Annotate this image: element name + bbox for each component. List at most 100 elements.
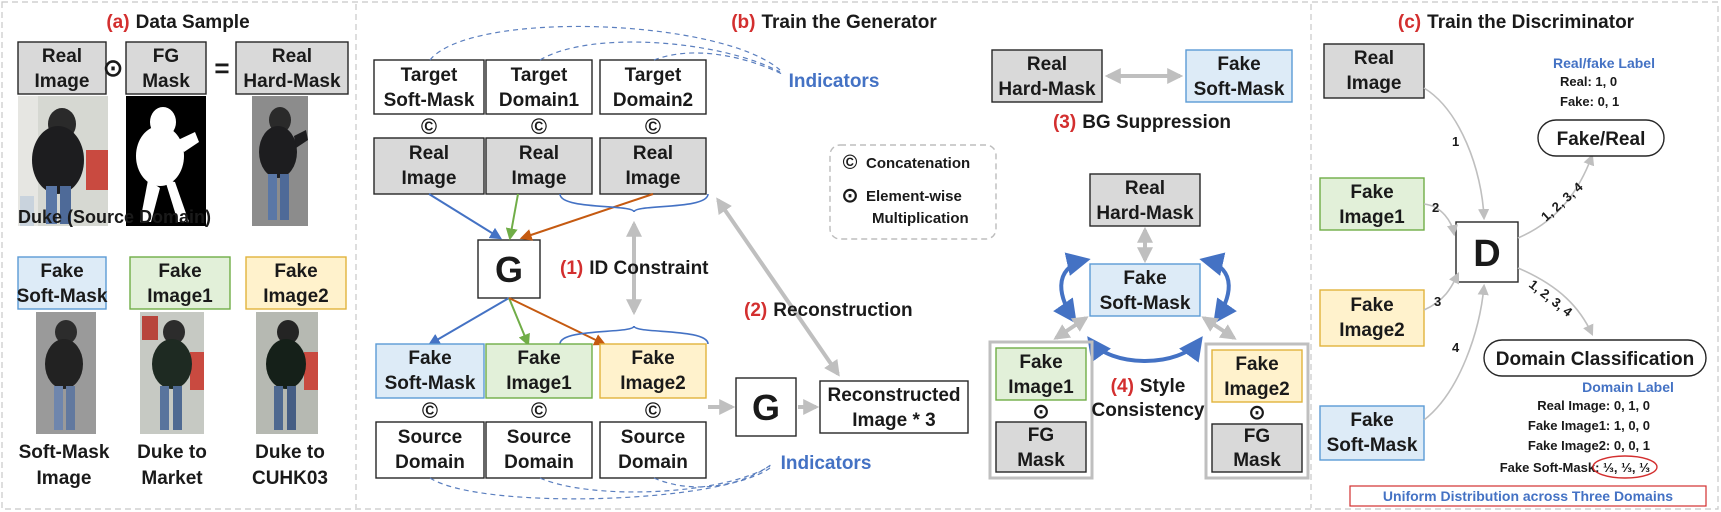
b-target-domain2-1: Target — [625, 65, 682, 86]
a-real-image-box — [17, 41, 107, 95]
b-source-domain-1-l1: Source — [398, 427, 462, 448]
b-reconstructed-box — [819, 380, 969, 434]
b-source-domain-box-3 — [599, 421, 707, 479]
a-fake-soft-mask-label-1: Fake — [40, 261, 83, 282]
c-fake-soft-mask-box — [1319, 405, 1425, 461]
c-fake-image1-1: Fake — [1350, 182, 1393, 203]
b-legend-elem-1: Element-wise — [866, 188, 962, 205]
c-fake-image1-box — [1319, 177, 1425, 231]
c-domain-label-title: Domain Label — [1582, 379, 1674, 395]
b-style-real-hard-1: Real — [1125, 178, 1165, 199]
b-generator-top — [477, 239, 541, 299]
b-target-domain1-box — [485, 59, 593, 115]
b-style-odot-right: ⊙ — [1249, 402, 1266, 424]
b-source-domain-2-l1: Source — [507, 427, 571, 448]
c-edge-out-domain — [1517, 267, 1594, 337]
a-real-hard-mask-label-1: Real — [272, 46, 312, 67]
a-caption-cuhk-2: CUHK03 — [252, 468, 328, 489]
c-discriminator-label: D — [1473, 233, 1500, 275]
a-fg-mask-box — [125, 41, 207, 95]
b-indicator-dash-bottom-2 — [539, 465, 771, 493]
b-arrow-orange-out — [508, 297, 607, 346]
b-style-fake-soft-1: Fake — [1123, 268, 1166, 289]
b-style-fg-mask-right — [1211, 423, 1303, 473]
b-id-constraint-label: (1)ID Constraint — [560, 258, 709, 279]
b-indicators-bottom: Indicators — [781, 453, 872, 474]
b-style-fg-mask-left-2: Mask — [1017, 450, 1065, 471]
panel-c-title: (c)Train the Discriminator — [1398, 12, 1635, 33]
c-rf-real: Real: 1, 0 — [1560, 74, 1617, 89]
a-real-hard-mask-box — [235, 41, 349, 95]
b-reconstructed-1: Reconstructed — [827, 385, 960, 406]
b-style-fake-image2-2: Image2 — [1224, 379, 1289, 400]
photo-duke-to-market — [140, 312, 204, 434]
a-fake-image2-label-1: Fake — [274, 261, 317, 282]
b-real-image-box-3 — [599, 137, 707, 195]
c-edge-out-real — [1517, 153, 1595, 239]
b-style-odot-left: ⊙ — [1033, 401, 1050, 423]
b-indicator-dash-bottom-3 — [653, 463, 773, 488]
b-target-soft-mask-1: Target — [401, 65, 458, 86]
c-fake-image2-box — [1319, 289, 1425, 347]
b-fake-soft-mask-box — [375, 343, 485, 399]
a-caption-soft-2: Image — [37, 468, 92, 489]
c-edge-2 — [1423, 203, 1459, 237]
b-style-fg-mask-right-1: FG — [1244, 426, 1270, 447]
b-real-image-2-l2: Image — [512, 168, 567, 189]
photo-real-person — [18, 96, 108, 226]
b-concat-symbol-5: © — [531, 398, 547, 423]
c-fake-image1-2: Image1 — [1339, 207, 1405, 228]
b-fake-image1-box — [485, 343, 593, 399]
b-style-real-hard-mask-box — [1089, 173, 1201, 227]
b-bg-fake-soft-mask-1: Fake — [1217, 54, 1260, 75]
b-style-curve-bottom — [1087, 336, 1203, 363]
b-fake-image1-1: Fake — [517, 348, 560, 369]
c-out-label-1: 1, 2, 3, 4 — [1538, 179, 1586, 225]
a-fake-image1-box — [129, 256, 231, 310]
b-source-domain-box-2 — [485, 421, 593, 479]
b-bg-suppression-label: (3)BG Suppression — [1053, 112, 1231, 133]
b-source-domain-3-l1: Source — [621, 427, 685, 448]
a-caption-cuhk-1: Duke to — [255, 442, 325, 463]
c-edge-3 — [1423, 271, 1460, 311]
b-concat-symbol-1: © — [421, 114, 437, 139]
b-style-arrow-left — [1053, 316, 1089, 340]
b-arrow-green-out — [508, 297, 530, 347]
b-bg-fake-soft-mask-box — [1185, 49, 1293, 103]
b-style-arrow-right — [1201, 316, 1237, 340]
c-edge-4 — [1423, 283, 1489, 421]
b-style-left-frame — [988, 340, 1094, 480]
c-edge-label-2: 2 — [1432, 200, 1439, 215]
c-rf-fake: Fake: 0, 1 — [1560, 94, 1619, 109]
a-caption-soft-1: Soft-Mask — [19, 442, 110, 463]
a-duke-caption: Duke (Source Domain) — [18, 207, 211, 227]
c-domain-classification-label: Domain Classification — [1496, 349, 1695, 370]
a-fg-mask-label-2: Mask — [142, 71, 190, 92]
a-odot-symbol: ⊙ — [103, 55, 123, 82]
b-target-soft-mask-box — [373, 59, 485, 115]
b-legend-box — [829, 144, 997, 240]
c-fake-real-node — [1537, 119, 1665, 157]
b-style-curve-right — [1199, 252, 1237, 324]
b-style-fake-image2-1: Fake — [1235, 354, 1278, 375]
b-indicator-dash-bottom-1 — [429, 467, 771, 500]
c-fake-image2-1: Fake — [1350, 295, 1393, 316]
b-style-consistency-label-2: Consistency — [1092, 400, 1205, 421]
b-style-fake-image1-2: Image1 — [1008, 377, 1074, 398]
b-legend-concat-text: Concatenation — [866, 155, 970, 172]
b-real-image-box-1 — [373, 137, 485, 195]
b-generator-top-label: G — [495, 249, 523, 290]
a-equals-symbol: = — [214, 53, 229, 83]
b-style-fake-soft-2: Soft-Mask — [1100, 293, 1191, 314]
b-legend-odot-symbol: ⊙ — [842, 185, 859, 207]
b-reconstruction-label: (2)Reconstruction — [744, 300, 913, 321]
photo-duke-to-cuhk03 — [256, 312, 318, 434]
b-concat-symbol-3: © — [645, 114, 661, 139]
b-reconstruction-arrow — [716, 197, 840, 377]
b-real-image-2-l1: Real — [519, 143, 559, 164]
a-fake-image2-label-2: Image2 — [263, 286, 328, 307]
c-edge-label-3: 3 — [1434, 294, 1441, 309]
c-rf-label-title: Real/fake Label — [1553, 55, 1655, 71]
c-dl-soft: Fake Soft-Mask: ⅓, ⅓, ⅓ — [1500, 460, 1650, 475]
